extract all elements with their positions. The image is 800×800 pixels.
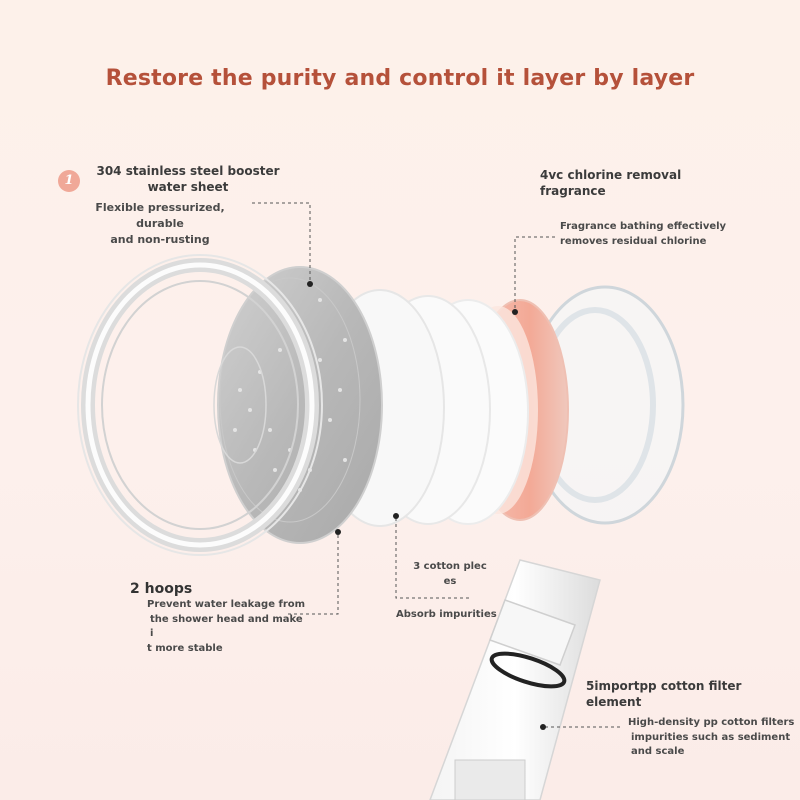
hoops-description: Prevent water leakage from the shower he… xyxy=(147,599,306,654)
leader-dots xyxy=(307,281,546,730)
step-number-badge: 1 xyxy=(58,170,80,192)
cotton-description: Absorb impurities xyxy=(396,609,497,620)
front-clear-hoop xyxy=(77,254,323,556)
cotton-heading: 3 cotton plec es xyxy=(413,561,487,587)
vc-filter-description: Fragrance bathing effectively removes re… xyxy=(560,221,727,247)
steel-plate-heading: 304 stainless steel booster water sheet xyxy=(96,164,280,195)
black-o-ring xyxy=(489,651,567,689)
pp-filter-heading: 5importpp cotton filter element xyxy=(586,679,742,710)
steel-plate-description: Flexible pressurized, durable and non-ru… xyxy=(95,201,225,246)
pp-filter-description: High-density pp cotton filters impuritie… xyxy=(628,717,795,757)
steel-booster-plate xyxy=(213,266,383,544)
leader-lines xyxy=(252,202,620,728)
vc-filter-heading: 4vc chlorine removal fragrance xyxy=(540,168,682,199)
hoops-heading: 2 hoops xyxy=(130,581,193,597)
page-title: Restore the purity and control it layer … xyxy=(105,66,695,91)
